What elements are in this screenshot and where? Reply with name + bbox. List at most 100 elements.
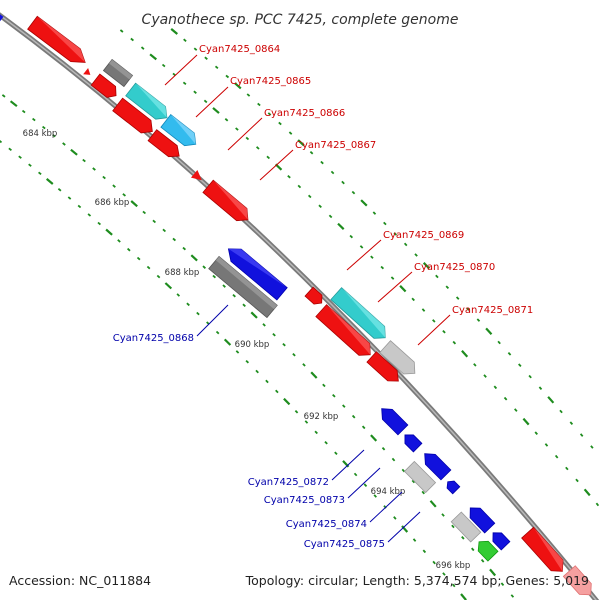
tick-dot (297, 184, 302, 189)
scale-label-690: 690 kbp (235, 340, 270, 350)
tick-dot (245, 359, 250, 364)
tick-dot (182, 246, 186, 251)
tick-dot (471, 547, 475, 552)
tick-dot (130, 37, 134, 42)
gene-arrow-red[interactable] (366, 351, 403, 386)
tick-dot (21, 109, 26, 114)
tick-dot (0, 140, 3, 144)
gene-label-0869[interactable]: Cyan7425_0869 (383, 230, 464, 241)
gene-arrow-blue[interactable] (377, 404, 409, 436)
gene-arrow-blue[interactable] (420, 449, 452, 481)
scale-label-686: 686 kbp (95, 198, 130, 208)
gene-arrow-lightgray[interactable] (379, 340, 420, 380)
gene-arrow-lightgray[interactable] (450, 511, 482, 543)
tick-dot-lines (0, 28, 600, 600)
tick-dot (42, 125, 46, 130)
gene-label-0870[interactable]: Cyan7425_0870 (414, 262, 495, 273)
gene-arrow-gray[interactable] (102, 58, 134, 88)
tick-dot (403, 242, 408, 247)
gene-arrow-red-faded[interactable] (562, 565, 596, 600)
tick-dot (373, 494, 377, 498)
tick-dot (102, 175, 106, 180)
tick-dot (105, 228, 113, 236)
gene-arrow-red-small[interactable] (83, 68, 93, 78)
tick-dot (337, 222, 345, 230)
tick-dot (307, 194, 312, 199)
gene-arrow-cyan[interactable] (125, 82, 172, 124)
connector-0866 (227, 117, 263, 151)
gene-arrow-red-small[interactable] (304, 286, 326, 307)
tick-dot (190, 254, 198, 262)
tick-dot (380, 265, 385, 270)
genome-backbone (0, 12, 600, 600)
tick-dot (432, 560, 436, 565)
tick-dot (235, 127, 239, 131)
gene-arrow-red[interactable] (521, 526, 569, 576)
gene-label-0871[interactable]: Cyan7425_0871 (452, 305, 533, 316)
gene-arrow-green[interactable] (474, 537, 499, 562)
gene-arrow-red[interactable] (147, 129, 183, 162)
gene-arrow-red[interactable] (90, 73, 120, 101)
tick-dot (318, 204, 322, 209)
gene-label-0874[interactable]: Cyan7425_0874 (286, 519, 367, 530)
tick-dot (164, 282, 173, 290)
tick-dot (476, 318, 481, 322)
gene-label-0867[interactable]: Cyan7425_0867 (295, 140, 376, 151)
tick-dot (288, 131, 293, 135)
tick-dot (82, 158, 86, 163)
tick-dot (483, 374, 487, 378)
gene-arrow[interactable] (0, 11, 4, 22)
tick-dot (383, 221, 387, 226)
tick-dot (445, 285, 450, 290)
gene-label-0875[interactable]: Cyan7425_0875 (304, 539, 385, 550)
gene-arrow-blue[interactable] (489, 529, 511, 551)
tick-dot (223, 338, 232, 346)
tick-dot (136, 256, 141, 261)
tick-dot (224, 118, 229, 122)
tick-dot (146, 265, 151, 270)
gene-label-0865[interactable]: Cyan7425_0865 (230, 76, 311, 87)
tick-dot (372, 211, 377, 215)
gene-arrow-lightgray[interactable] (403, 460, 437, 494)
gene-label-0873[interactable]: Cyan7425_0873 (264, 495, 345, 506)
gene-arrow-skyblue[interactable] (160, 114, 201, 151)
tick-dot (421, 490, 425, 495)
gene-arrow-blue[interactable] (223, 243, 288, 301)
connector-0872 (331, 449, 365, 481)
tick-dot (212, 107, 220, 114)
gene-label-0872[interactable]: Cyan7425_0872 (248, 477, 329, 488)
scale-label-688: 688 kbp (165, 268, 200, 278)
gene-arrow-red[interactable] (315, 304, 376, 361)
gene-arrow-cyan[interactable] (330, 287, 391, 344)
tick-dot (262, 323, 266, 327)
gene-arrow-red[interactable] (27, 15, 90, 68)
gene-arrow-red[interactable] (202, 179, 253, 226)
tick-dot (353, 472, 358, 477)
tick-dot (489, 568, 497, 577)
tick-dot (565, 466, 569, 471)
connector-0865 (195, 86, 229, 118)
gene-arrow-blue[interactable] (401, 431, 423, 453)
tick-dot (461, 350, 469, 358)
tick-dot (322, 383, 326, 388)
tick-dot (255, 146, 260, 150)
tick-dot (119, 29, 124, 33)
tick-dot (126, 247, 131, 252)
tick-dot (455, 296, 460, 300)
tick-dot (235, 350, 240, 354)
tick-dot (130, 200, 138, 208)
gene-arrow-red[interactable] (112, 97, 158, 138)
gene-arrow-red-small[interactable] (190, 169, 205, 184)
gene-arrow-blue[interactable] (465, 503, 496, 534)
gene-arrow-gray[interactable] (208, 255, 278, 319)
gene-label-0864[interactable]: Cyan7425_0864 (199, 44, 280, 55)
tick-dot (500, 582, 505, 586)
gene-label-0866[interactable]: Cyan7425_0866 (264, 108, 345, 119)
tick-dot (186, 302, 190, 307)
gene-label-0868[interactable]: Cyan7425_0868 (113, 333, 194, 344)
tick-dot (461, 536, 465, 540)
scale-labels: 684 kbp 686 kbp 688 kbp 690 kbp 692 kbp … (23, 129, 471, 571)
gene-arrow-blue[interactable] (444, 478, 461, 495)
